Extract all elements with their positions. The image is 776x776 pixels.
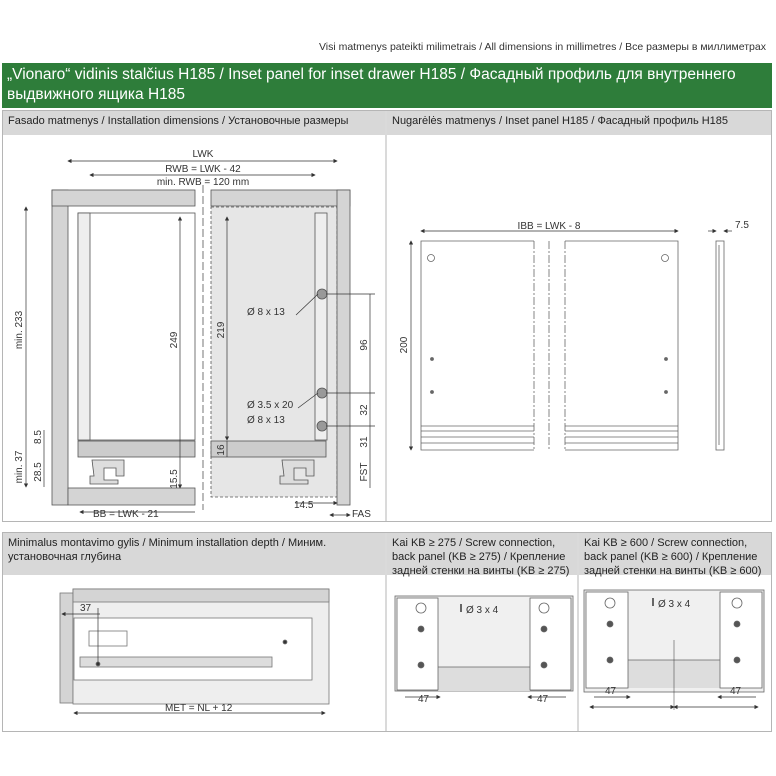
kb600-labels: Ø 3 x 4 47 47 [605, 599, 742, 697]
kb600-screw-label: Ø 3 x 4 [658, 599, 691, 610]
d28-5-label: 28.5 [33, 462, 44, 482]
screw-label: Ø 3.5 x 20 [247, 400, 294, 411]
kb600-header: Kai KB ≥ 600 / Screw connection, back pa… [579, 533, 771, 577]
min-rwb-label: min. RWB = 120 mm [157, 177, 249, 188]
kb275-screw-label: Ø 3 x 4 [466, 605, 499, 616]
min37-label: min. 37 [14, 450, 25, 483]
dowel2-label: Ø 8 x 13 [247, 415, 285, 426]
installation-header: Fasado matmenys / Installation dimension… [3, 111, 385, 135]
bb-label: BB = LWK - 21 [93, 509, 159, 520]
d8-5-label: 8.5 [33, 430, 44, 444]
installation-drawing [23, 158, 375, 518]
row1-frame [2, 110, 772, 522]
kb275-header: Kai KB ≥ 275 / Screw connection, back pa… [387, 533, 577, 577]
page-title: „Vionaro“ vidinis stalčius H185 / Inset … [2, 63, 772, 108]
kb600-right-47: 47 [730, 686, 742, 697]
ibb-label: IBB = LWK - 8 [518, 221, 581, 232]
d32-label: 32 [359, 404, 370, 416]
min-depth-drawing [59, 588, 330, 716]
inset-panel-drawing [408, 228, 732, 451]
row2-frame [2, 532, 772, 732]
rwb-label: RWB = LWK - 42 [165, 164, 241, 175]
units-note: Visi matmenys pateikti milimetrais / All… [318, 41, 766, 53]
kb600-left-47: 47 [605, 686, 617, 697]
d219-label: 219 [216, 321, 227, 338]
d249-label: 249 [169, 331, 180, 348]
d37-label: 37 [80, 603, 92, 614]
kb275-right-47: 47 [537, 694, 549, 705]
dowel1-label: Ø 8 x 13 [247, 307, 285, 318]
lwk-label: LWK [193, 149, 214, 160]
min-depth-header: Minimalus montavimo gylis / Minimum inst… [3, 533, 385, 575]
d15-5-label: 15.5 [169, 469, 180, 489]
inset-panel-header: Nugarėlės matmenys / Inset panel H185 / … [387, 111, 771, 135]
kb600-drawing [583, 589, 765, 710]
installation-labels: LWK RWB = LWK - 42 min. RWB = 120 mm min… [14, 149, 371, 520]
fas-label: FAS [352, 509, 371, 520]
t7-5-label: 7.5 [735, 220, 749, 231]
kb275-labels: Ø 3 x 4 47 47 [418, 605, 549, 705]
kb275-left-47: 47 [418, 694, 430, 705]
h200-label: 200 [399, 336, 410, 353]
fst-label: FST [359, 463, 370, 482]
d96-label: 96 [359, 339, 370, 351]
met-label: MET = NL + 12 [165, 703, 233, 714]
inset-panel-labels: IBB = LWK - 8 200 7.5 [399, 220, 749, 353]
d16-label: 16 [216, 444, 227, 456]
d14-5-label: 14.5 [294, 500, 314, 511]
min233-label: min. 233 [14, 310, 25, 349]
kb275-drawing [394, 595, 574, 700]
d31-label: 31 [359, 436, 370, 448]
min-depth-labels: 37 MET = NL + 12 [80, 603, 233, 714]
